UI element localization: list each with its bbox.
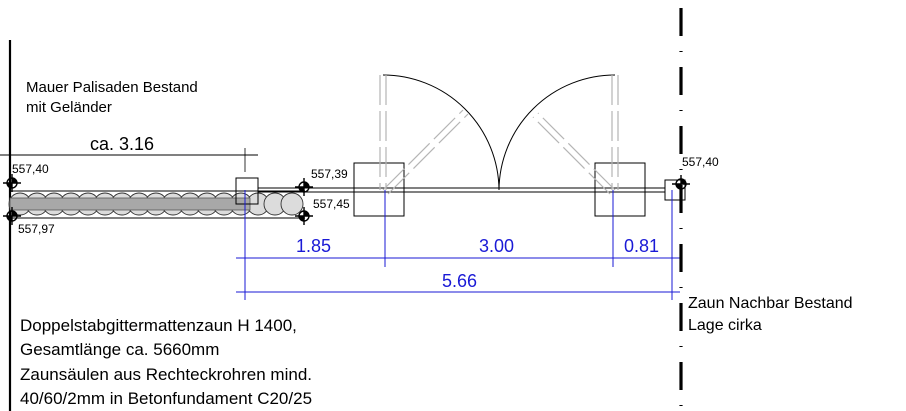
wall-label-line-1: Mauer Palisaden Bestand [26,79,198,96]
gate-leaf-open-left [379,75,469,195]
palisade-wall [8,190,305,219]
gate-post-left [353,162,405,217]
level-left-bottom: 557,97 [18,222,55,236]
dimension-total: 5.66 [442,271,477,291]
fence-post-right [664,179,686,201]
gate-post-right [594,162,646,217]
top-dimension-label: ca. 3.16 [90,134,154,154]
gate-swing-arc-left [382,74,500,191]
wall-label-line-2: mit Geländer [26,99,112,116]
gate-swing-arc-right [498,74,616,191]
note-line-4: 40/60/2mm in Betonfundament C20/25 [20,389,312,408]
dimension-chain [236,190,680,300]
elevation-marker [295,207,313,225]
dimension-seg1: 1.85 [296,236,331,256]
level-right: 557,40 [682,155,719,169]
note-line-1: Doppelstabgittermattenzaun H 1400, [20,316,297,335]
dimension-seg3: 0.81 [624,236,659,256]
note-line-2: Gesamtlänge ca. 5660mm [20,340,219,359]
elevation-marker [3,207,21,225]
dimension-seg2: 3.00 [479,236,514,256]
palisade-element [280,192,304,216]
elevation-marker [3,174,21,192]
level-left-top: 557,40 [12,162,49,176]
neighbor-label-line-1: Zaun Nachbar Bestand [688,295,853,312]
gate-leaf-open-right [532,75,619,195]
note-line-3: Zaunsäulen aus Rechteckrohren mind. [20,365,312,384]
level-mid-bottom: 557,45 [313,197,350,211]
fence-post-left [235,177,259,205]
neighbor-label-line-2: Lage cirka [688,317,762,334]
level-mid-top: 557,39 [311,167,348,181]
elevation-marker [295,178,313,196]
